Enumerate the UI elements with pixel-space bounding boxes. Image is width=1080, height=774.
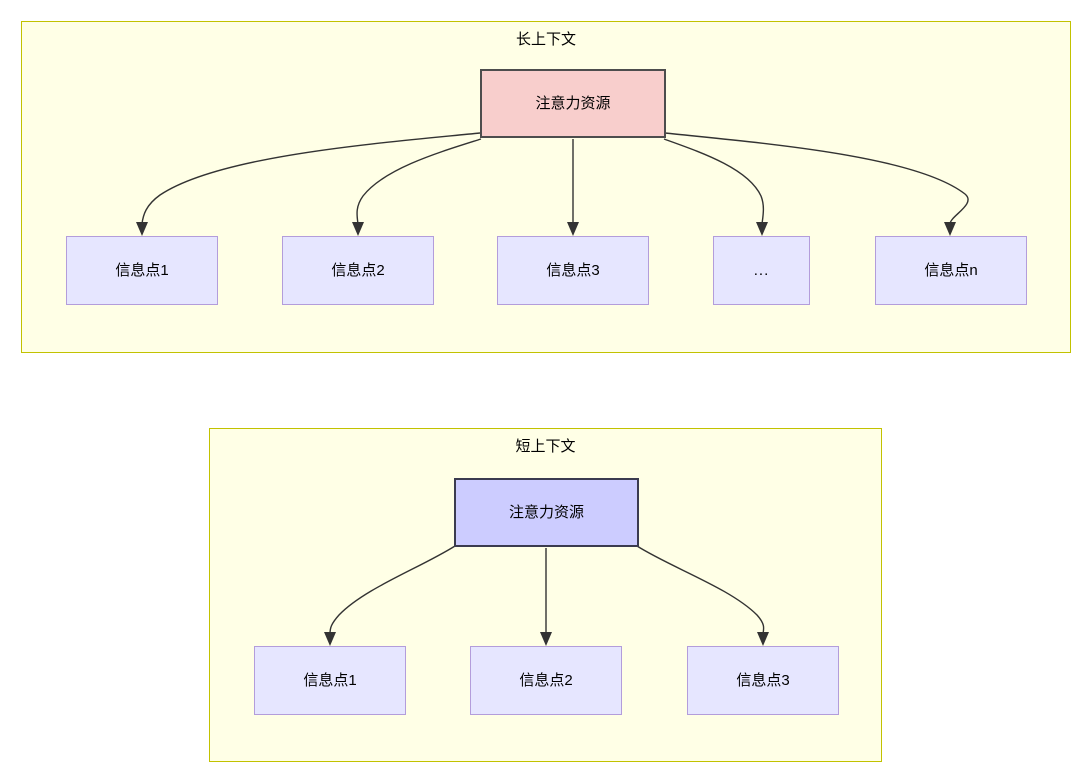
node-long-context-attention-resource[interactable]: 注意力资源 <box>480 69 666 138</box>
node-short-context-attention-resource[interactable]: 注意力资源 <box>454 478 639 547</box>
node-long-context-info-point-n[interactable]: 信息点n <box>875 236 1027 305</box>
node-long-context-info-point-3[interactable]: 信息点3 <box>497 236 649 305</box>
node-short-context-info-point-1[interactable]: 信息点1 <box>254 646 406 715</box>
node-short-context-info-point-3[interactable]: 信息点3 <box>687 646 839 715</box>
node-long-context-info-point-2[interactable]: 信息点2 <box>282 236 434 305</box>
node-long-context-info-point-ellipsis[interactable]: ... <box>713 236 810 305</box>
node-short-context-info-point-2[interactable]: 信息点2 <box>470 646 622 715</box>
node-long-context-info-point-1[interactable]: 信息点1 <box>66 236 218 305</box>
panel-long-context-title: 长上下文 <box>515 31 576 48</box>
panel-short-context-title: 短上下文 <box>515 438 576 455</box>
